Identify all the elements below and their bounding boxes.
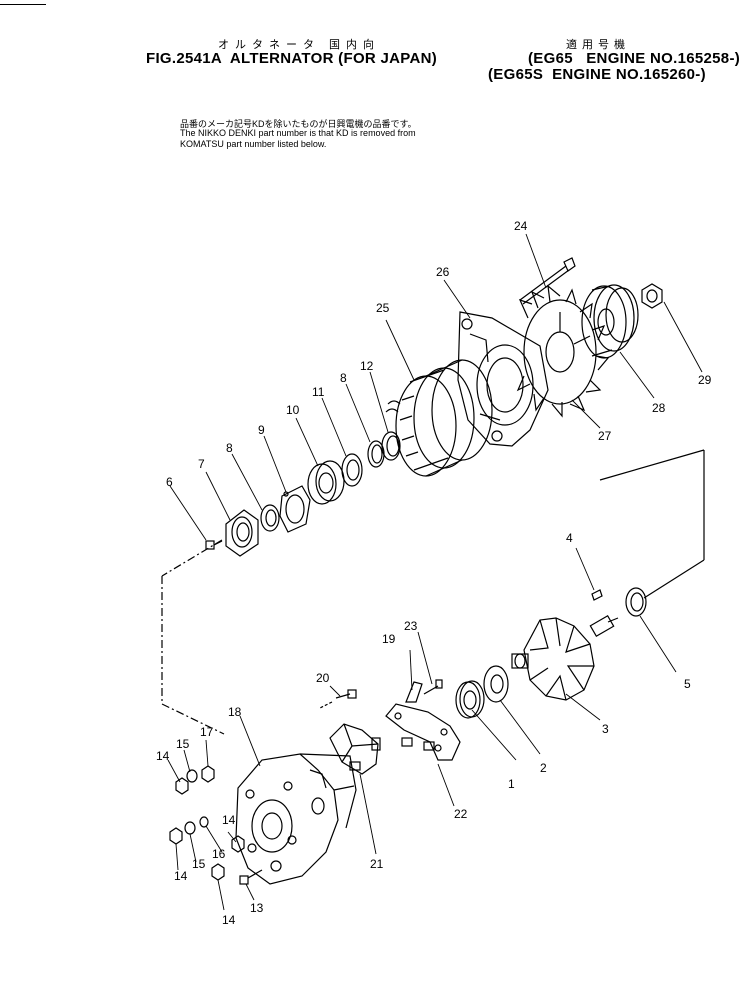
front-bearing bbox=[307, 460, 345, 505]
pulley-nut bbox=[641, 283, 663, 309]
callout-13: 13 bbox=[250, 901, 264, 915]
callout-14c: 14 bbox=[174, 869, 188, 883]
callout-23: 23 bbox=[404, 619, 418, 633]
rectifier bbox=[385, 703, 461, 761]
callout-17: 17 bbox=[200, 725, 214, 739]
callout-27: 27 bbox=[598, 429, 612, 443]
callout-21: 21 bbox=[370, 857, 384, 871]
brush-holder bbox=[329, 723, 381, 775]
front-bracket bbox=[457, 311, 549, 447]
terminal-19 bbox=[405, 681, 423, 703]
callout-10: 10 bbox=[286, 403, 300, 417]
callout-3: 3 bbox=[602, 722, 609, 736]
rear-bearing-inner bbox=[455, 680, 485, 719]
woodruff-key bbox=[591, 589, 603, 601]
rotor bbox=[511, 614, 619, 701]
collar-11 bbox=[341, 453, 363, 487]
brush-holder-screw bbox=[319, 689, 357, 709]
pulley bbox=[581, 284, 639, 359]
callout-labels: 1 2 3 4 5 6 7 8 9 10 11 8 12 13 14 14 14… bbox=[156, 219, 712, 927]
callout-15a: 15 bbox=[176, 737, 190, 751]
callout-19: 19 bbox=[382, 632, 396, 646]
callout-22: 22 bbox=[454, 807, 468, 821]
bearing-retainer bbox=[225, 509, 259, 557]
spacer-ring-5 bbox=[625, 587, 647, 617]
callout-16: 16 bbox=[212, 847, 226, 861]
callout-15b: 15 bbox=[192, 857, 206, 871]
spacer-upper bbox=[367, 440, 385, 468]
callout-8a: 8 bbox=[226, 441, 233, 455]
rear-bracket bbox=[235, 753, 357, 885]
note-english-line-2: KOMATSU part number listed below. bbox=[180, 139, 327, 149]
callout-2: 2 bbox=[540, 761, 547, 775]
callout-9: 9 bbox=[258, 423, 265, 437]
callout-1: 1 bbox=[508, 777, 515, 791]
japanese-title: オルタネータ 国内向 bbox=[218, 39, 381, 51]
callout-14b: 14 bbox=[222, 813, 236, 827]
figure-title: FIG.2541A ALTERNATOR (FOR JAPAN) bbox=[146, 50, 438, 67]
japanese-applicable-label: 適用号機 bbox=[566, 39, 630, 51]
callout-5: 5 bbox=[684, 677, 691, 691]
spacer-lower bbox=[260, 504, 280, 532]
callout-4: 4 bbox=[566, 531, 573, 545]
callout-20: 20 bbox=[316, 671, 330, 685]
callout-24: 24 bbox=[514, 219, 528, 233]
callout-25: 25 bbox=[376, 301, 390, 315]
note-english-line-1: The NIKKO DENKI part number is that KD i… bbox=[180, 128, 416, 138]
engine-applicability-2: (EG65S ENGINE NO.165260-) bbox=[488, 66, 706, 83]
stator bbox=[385, 359, 493, 477]
cooling-fan bbox=[516, 284, 610, 418]
callout-6: 6 bbox=[166, 475, 173, 489]
corner-rule bbox=[0, 4, 46, 5]
terminal-screw bbox=[423, 679, 443, 695]
callout-28: 28 bbox=[652, 401, 666, 415]
retainer-ring-12 bbox=[381, 431, 401, 461]
through-bolt bbox=[519, 257, 576, 305]
terminal-nut-cluster-upper bbox=[175, 765, 215, 795]
callout-14d: 14 bbox=[222, 913, 236, 927]
callout-14a: 14 bbox=[156, 749, 170, 763]
engine-applicability-1: (EG65 ENGINE NO.165258-) bbox=[528, 50, 741, 67]
bracket-screw bbox=[239, 869, 263, 885]
callout-18: 18 bbox=[228, 705, 242, 719]
callout-11: 11 bbox=[312, 385, 325, 399]
rear-bearing bbox=[483, 665, 509, 703]
retainer-screw bbox=[205, 540, 223, 550]
callout-29: 29 bbox=[698, 373, 712, 387]
callout-8b: 8 bbox=[340, 371, 347, 385]
note-japanese: 品番のメーカ記号KDを除いたものが日興電機の品番です。 bbox=[180, 119, 417, 129]
bearing-cover bbox=[279, 485, 311, 533]
leader-lines bbox=[167, 233, 703, 911]
callout-26: 26 bbox=[436, 265, 450, 279]
callout-7: 7 bbox=[198, 457, 205, 471]
callout-12: 12 bbox=[360, 359, 374, 373]
